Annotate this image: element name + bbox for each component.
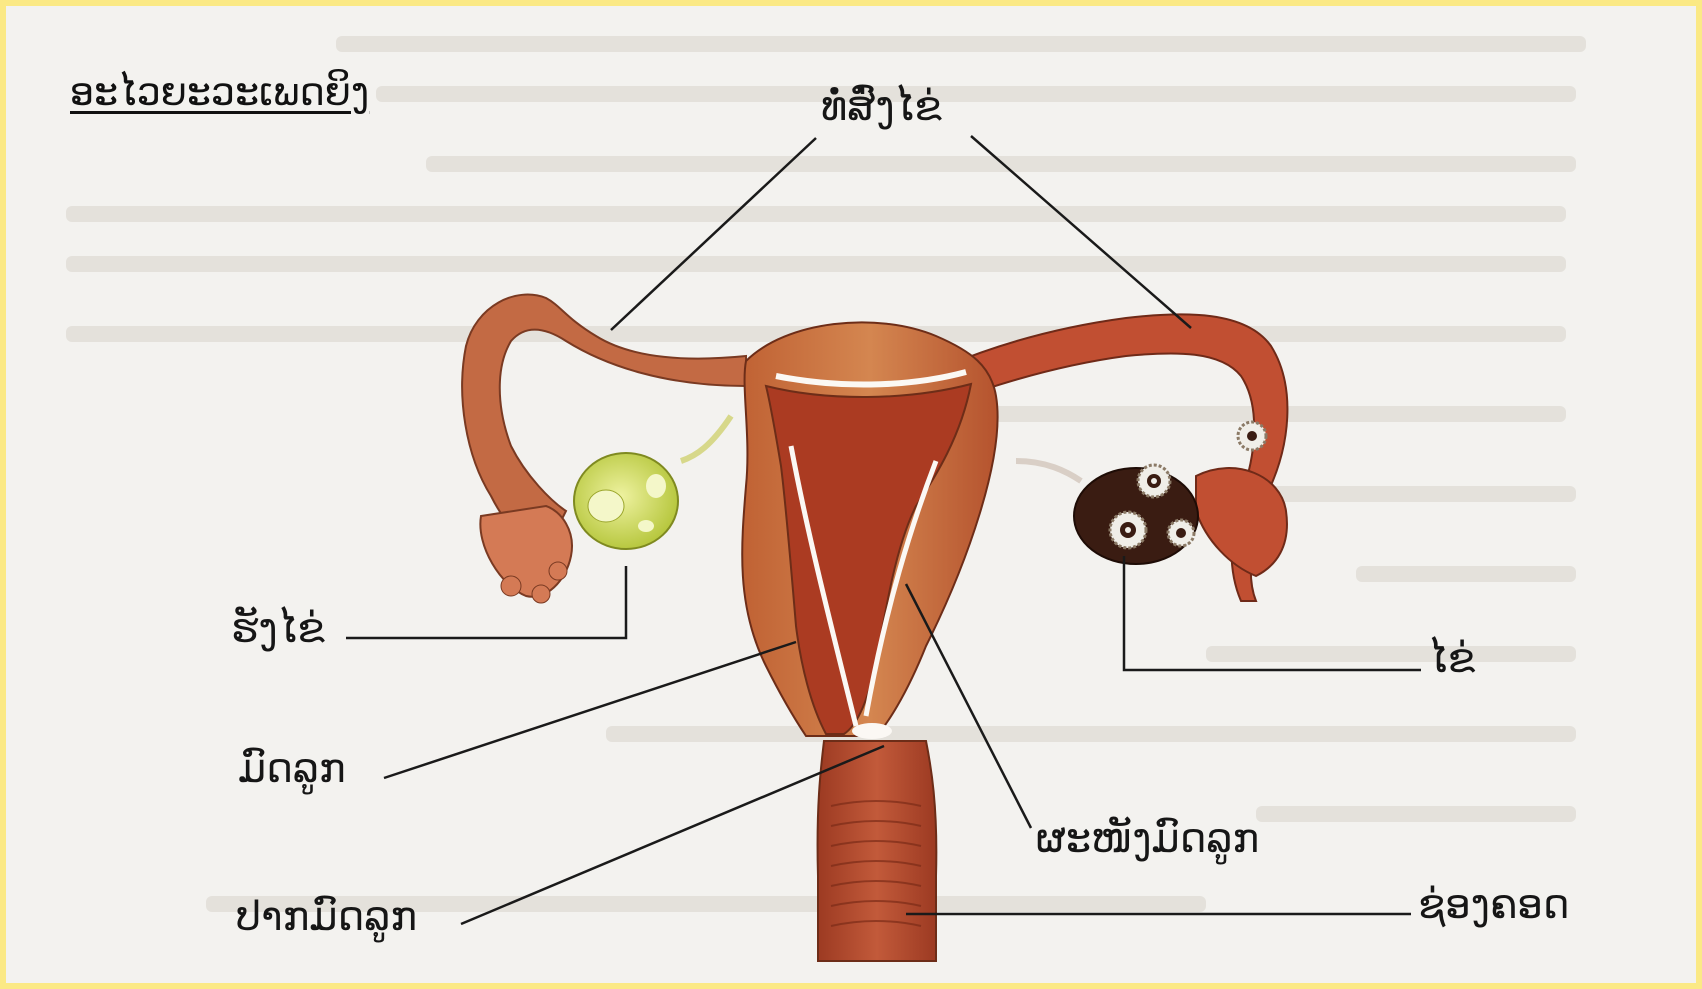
label-cervix: ປາກມົດລູກ (236, 894, 417, 940)
label-uterine-wall: ຜະໜັງມົດລູກ (1036, 816, 1259, 862)
label-fallopian-tube: ທໍ່ສົ່ງໄຂ່ (821, 84, 942, 130)
diagram-frame: ອະໄວຍະວະເພດຍິງ ທໍ່ສົ່ງໄຂ່ ຮັງໄຂ່ ໄຂ່ ມົດ… (6, 6, 1696, 983)
uterus-body (742, 322, 997, 739)
label-vagina: ຊ່ອງຄອດ (1418, 882, 1570, 928)
label-egg: ໄຂ່ (1428, 636, 1475, 682)
left-ovary (574, 416, 731, 549)
label-ovary: ຮັງໄຂ່ (231, 606, 325, 652)
diagram-title: ອະໄວຍະວະເພດຍິງ (70, 70, 369, 114)
label-uterus: ມົດລູກ (238, 746, 346, 792)
female-reproductive-diagram (6, 6, 1696, 983)
vagina-canal (818, 741, 937, 961)
